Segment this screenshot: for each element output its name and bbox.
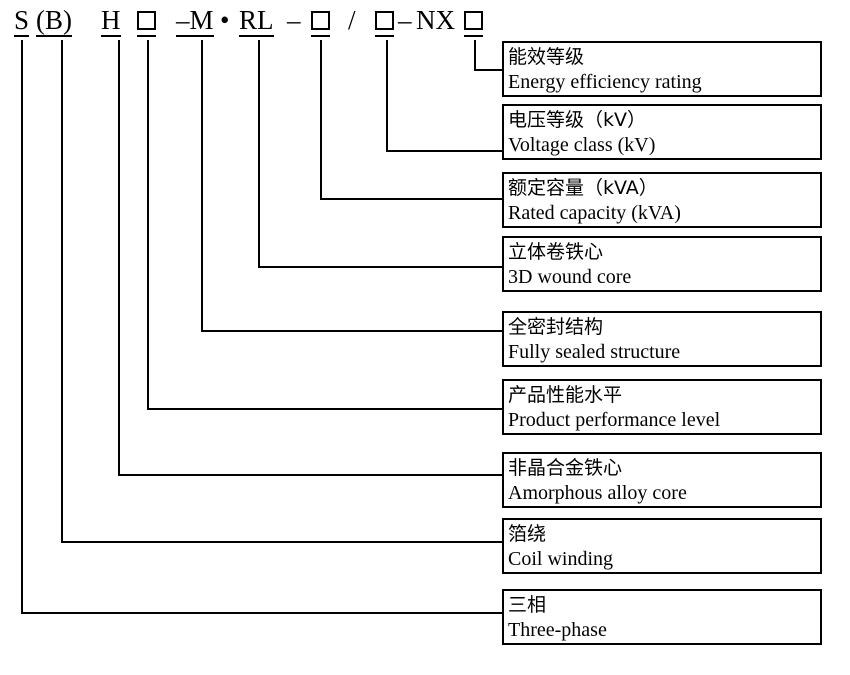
code-placeholder-square bbox=[464, 6, 483, 37]
label-text-cn: 额定容量（kVA） bbox=[508, 177, 658, 199]
leader-vertical bbox=[258, 40, 260, 266]
label-text-cn: 产品性能水平 bbox=[508, 384, 623, 406]
leader-horizontal bbox=[61, 541, 502, 543]
leader-vertical bbox=[61, 40, 63, 541]
leader-horizontal bbox=[258, 266, 502, 268]
label-box: 能效等级 Energy efficiency rating bbox=[502, 41, 822, 97]
leader-vertical bbox=[386, 40, 388, 150]
label-box: 三相 Three-phase bbox=[502, 589, 822, 645]
leader-vertical bbox=[21, 40, 23, 612]
label-text-en: Voltage class (kV) bbox=[508, 134, 656, 156]
label-text-en: Energy efficiency rating bbox=[508, 71, 702, 93]
square-glyph bbox=[137, 11, 156, 30]
label-text-en: Three-phase bbox=[508, 619, 607, 641]
label-box: 额定容量（kVA） Rated capacity (kVA) bbox=[502, 172, 822, 228]
label-box: 立体卷铁心 3D wound core bbox=[502, 236, 822, 292]
code-token: (B) bbox=[36, 5, 72, 37]
code-token: –M bbox=[176, 5, 214, 37]
leader-horizontal bbox=[201, 330, 502, 332]
label-text-en: Rated capacity (kVA) bbox=[508, 202, 681, 224]
model-code-line: S(B)H–M•RL–/–NX bbox=[0, 0, 500, 40]
leader-horizontal bbox=[474, 69, 502, 71]
label-text-cn: 全密封结构 bbox=[508, 316, 604, 338]
leader-vertical bbox=[474, 40, 476, 69]
leader-vertical bbox=[118, 40, 120, 474]
label-box: 非晶合金铁心 Amorphous alloy core bbox=[502, 452, 822, 508]
code-token: – bbox=[287, 5, 301, 35]
label-box: 产品性能水平 Product performance level bbox=[502, 379, 822, 435]
label-text-cn: 箔绕 bbox=[508, 523, 547, 545]
label-box: 电压等级（kV） Voltage class (kV) bbox=[502, 104, 822, 160]
label-text-en: Fully sealed structure bbox=[508, 341, 681, 363]
square-glyph bbox=[464, 11, 483, 30]
code-placeholder-square bbox=[311, 6, 330, 37]
leader-horizontal bbox=[147, 408, 502, 410]
code-token: S bbox=[14, 5, 30, 37]
code-token: RL bbox=[239, 5, 274, 37]
leader-vertical bbox=[201, 40, 203, 330]
label-box: 箔绕 Coil winding bbox=[502, 518, 822, 574]
label-text-cn: 非晶合金铁心 bbox=[508, 457, 623, 479]
code-placeholder-square bbox=[137, 6, 156, 37]
code-placeholder-square bbox=[375, 6, 394, 37]
label-text-cn: 立体卷铁心 bbox=[508, 241, 604, 263]
code-token: • bbox=[220, 5, 230, 35]
label-box: 全密封结构 Fully sealed structure bbox=[502, 311, 822, 367]
label-text-en: Coil winding bbox=[508, 548, 614, 570]
square-glyph bbox=[311, 11, 330, 30]
leader-vertical bbox=[147, 40, 149, 408]
code-token: / bbox=[348, 5, 356, 35]
leader-vertical bbox=[320, 40, 322, 198]
label-text-en: Product performance level bbox=[508, 409, 721, 431]
leader-horizontal bbox=[386, 150, 502, 152]
label-text-cn: 能效等级 bbox=[508, 46, 585, 68]
leader-horizontal bbox=[21, 612, 502, 614]
leader-horizontal bbox=[118, 474, 502, 476]
code-token: – bbox=[398, 5, 412, 35]
code-token: H bbox=[101, 5, 121, 37]
label-text-cn: 三相 bbox=[508, 594, 547, 616]
leader-horizontal bbox=[320, 198, 502, 200]
label-text-cn: 电压等级（kV） bbox=[508, 109, 647, 131]
code-token: NX bbox=[416, 5, 455, 35]
square-glyph bbox=[375, 11, 394, 30]
label-text-en: 3D wound core bbox=[508, 266, 632, 288]
label-text-en: Amorphous alloy core bbox=[508, 482, 687, 504]
